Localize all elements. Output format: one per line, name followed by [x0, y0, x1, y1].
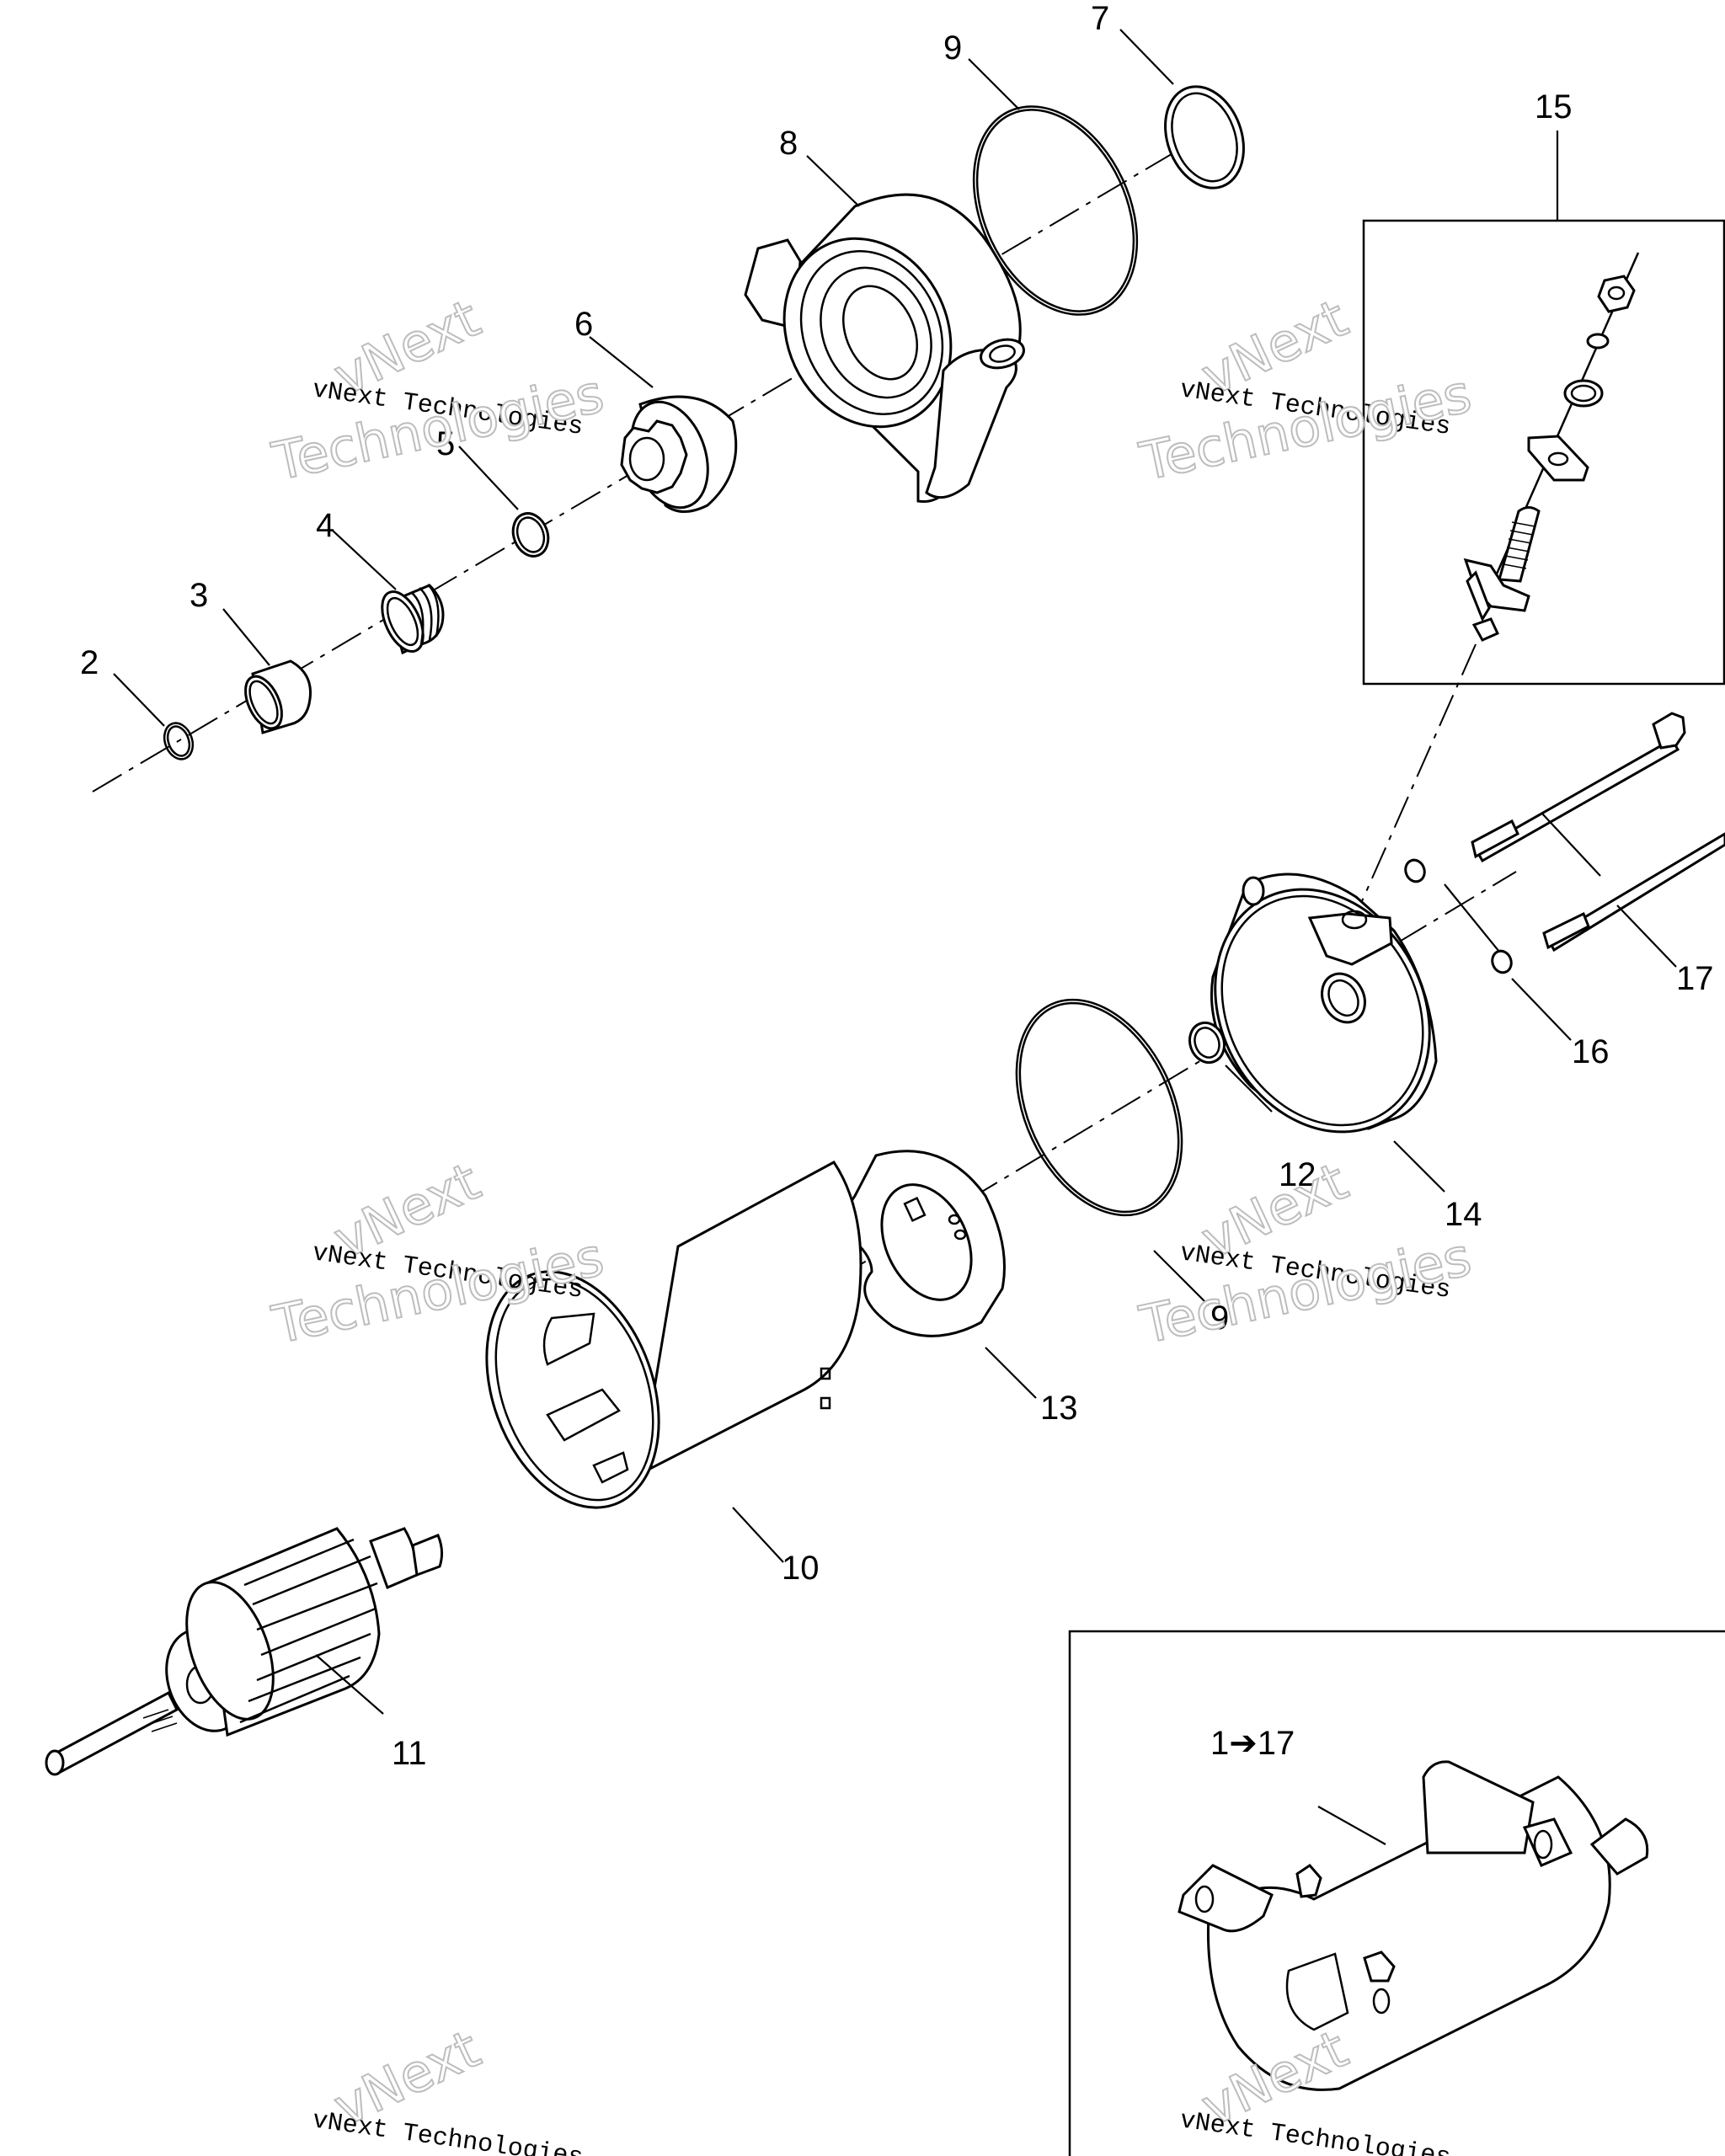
part-15-terminal-kit[interactable] [1463, 252, 1640, 642]
assembly-inset-box [1068, 1630, 1725, 2156]
callout-labels: 2 3 4 5 6 7 8 9 9 10 11 12 13 14 15 16 1… [80, 0, 1714, 1772]
callout-16[interactable]: 16 [1572, 1033, 1610, 1070]
callout-2[interactable]: 2 [80, 644, 99, 681]
watermark-4: vNext vNext Technologies Technologies [1134, 1150, 1477, 1357]
callout-8[interactable]: 8 [779, 125, 798, 162]
callout-9-lower[interactable]: 9 [1210, 1299, 1229, 1337]
terminal-axis [1361, 643, 1477, 902]
part-9-o-ring-lower[interactable] [984, 973, 1215, 1241]
part-17-through-bolts[interactable] [1471, 712, 1725, 953]
callout-3[interactable]: 3 [190, 577, 208, 614]
svg-text:vNext Technologies: vNext Technologies [1178, 2106, 1453, 2156]
part-2-snap-ring[interactable] [159, 719, 197, 763]
callout-17[interactable]: 17 [1676, 960, 1714, 997]
callout-15[interactable]: 15 [1535, 88, 1573, 125]
callout-assembly[interactable]: 1➔17 [1210, 1725, 1295, 1762]
part-10-yoke[interactable] [456, 1161, 862, 1532]
part-5-washer[interactable] [507, 509, 553, 562]
watermark-5: vNext vNext Technologies [311, 2017, 585, 2156]
part-13-brush-plate[interactable] [846, 1150, 1006, 1337]
callout-11[interactable]: 11 [392, 1735, 427, 1772]
watermark-2: vNext vNext Technologies Technologies [1134, 286, 1477, 494]
callout-6[interactable]: 6 [574, 306, 593, 343]
part-6-drive-pinion[interactable] [617, 392, 738, 519]
leader-lines [113, 29, 1677, 1845]
part-14-end-cover[interactable] [1174, 851, 1471, 1170]
callout-14[interactable]: 14 [1445, 1196, 1482, 1233]
terminal-kit-inset-box [1362, 219, 1725, 686]
callout-13[interactable]: 13 [1040, 1390, 1078, 1427]
part-8-front-housing[interactable] [744, 193, 1027, 504]
svg-text:vNext Technologies: vNext Technologies [311, 2106, 585, 2156]
callout-4[interactable]: 4 [316, 507, 334, 544]
callout-7[interactable]: 7 [1091, 0, 1109, 37]
part-11-armature[interactable] [45, 1527, 444, 1776]
assembly-starter-illustration[interactable] [1178, 1760, 1649, 2091]
part-16-washers[interactable] [1402, 857, 1514, 975]
callout-10[interactable]: 10 [782, 1550, 820, 1587]
callout-5[interactable]: 5 [436, 425, 455, 462]
part-4-spring[interactable] [374, 584, 445, 658]
part-7-bushing[interactable] [1151, 76, 1257, 200]
callout-12[interactable]: 12 [1279, 1156, 1316, 1193]
part-3-stop-collar[interactable] [238, 659, 312, 734]
callout-9-upper[interactable]: 9 [943, 29, 962, 67]
part-9-o-ring-upper[interactable] [942, 80, 1168, 341]
part-12-bushing[interactable] [1184, 1018, 1230, 1068]
